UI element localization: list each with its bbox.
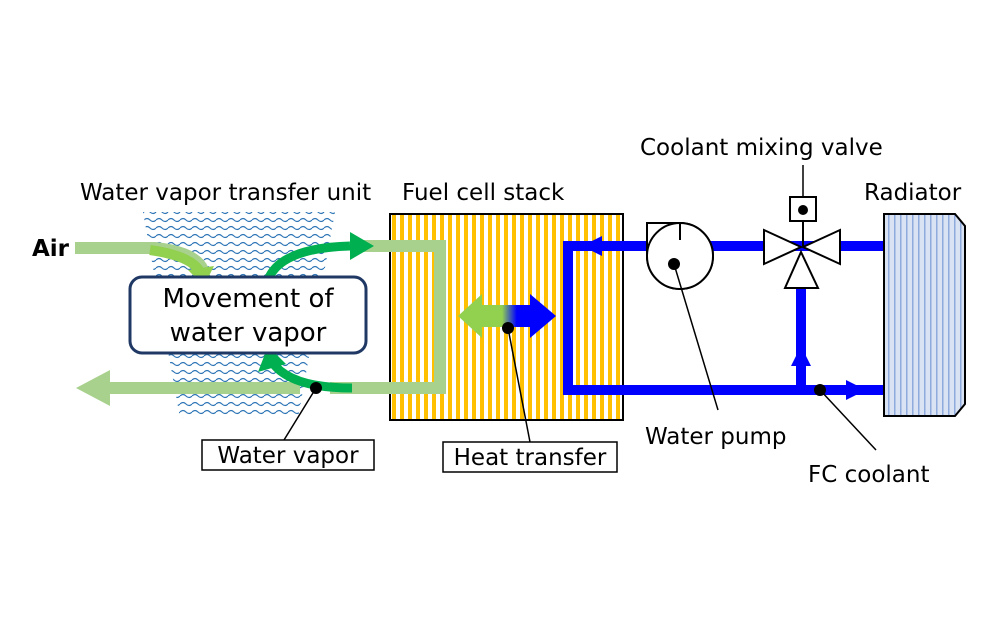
heat-transfer-callout: Heat transfer xyxy=(442,441,618,473)
coolant-loop xyxy=(563,236,885,400)
radiator xyxy=(883,213,966,417)
coolant-mixing-valve xyxy=(763,196,841,289)
coolant-mixing-valve-label: Coolant mixing valve xyxy=(640,135,883,161)
air-label: Air xyxy=(32,236,70,262)
movement-label-line1: Movement of xyxy=(162,284,334,314)
water-pump-label: Water pump xyxy=(645,424,786,450)
movement-of-water-vapor-box: Movement of water vapor xyxy=(128,275,368,355)
fuel-cell-stack-label: Fuel cell stack xyxy=(402,180,565,206)
fc-coolant-label: FC coolant xyxy=(808,462,929,488)
heat-transfer-label: Heat transfer xyxy=(454,445,607,471)
water-vapor-transfer-unit-label: Water vapor transfer unit xyxy=(80,180,371,206)
air-path-through-stack xyxy=(330,240,446,394)
water-vapor-callout: Water vapor xyxy=(201,439,375,471)
water-pump xyxy=(646,222,714,290)
water-vapor-label: Water vapor xyxy=(217,443,359,469)
movement-label-line2: water vapor xyxy=(170,318,327,348)
radiator-label: Radiator xyxy=(864,180,962,206)
leader-lines xyxy=(283,165,877,451)
heat-transfer-arrow xyxy=(458,294,556,338)
